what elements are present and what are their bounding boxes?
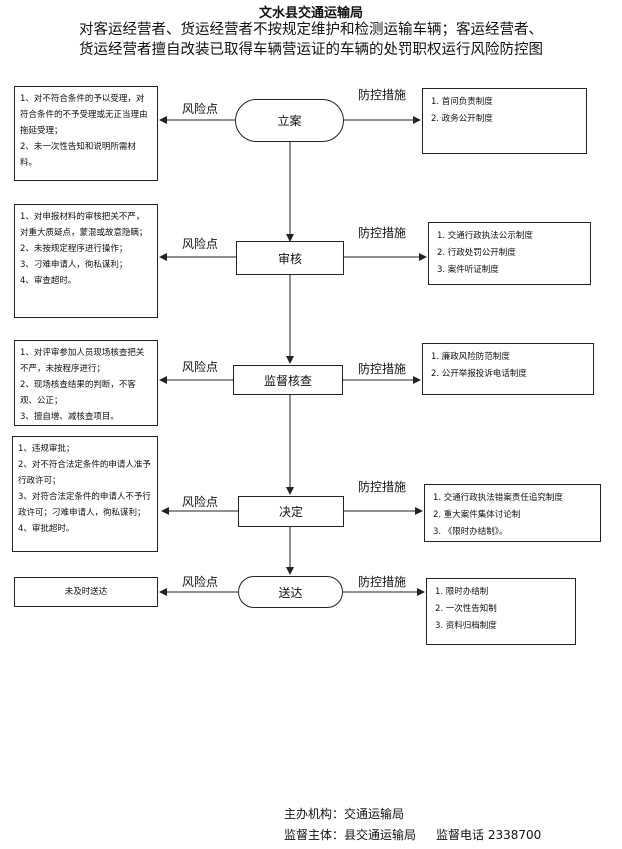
control-box-decision: 1. 交通行政执法错案责任追究制度 2. 重大案件集体讨论制 3. 《限时办结制… [424, 484, 601, 542]
agency-name: 文水县交通运输局 [258, 6, 363, 21]
risk-point-label: 风险点 [182, 237, 219, 251]
risk-point-label: 风险点 [182, 102, 219, 116]
risk-item: 3、擅自增、减核查项目。 [20, 412, 119, 422]
control-item: 2. 行政处罚公开制度 [437, 248, 516, 258]
diagram-title: 对客运经营者、货运经营者不按规定维护和检测运输车辆；客运经营者、 货运经营者擅自… [0, 20, 622, 60]
risk-item: 4、审批超时。 [18, 524, 75, 534]
risk-box-delivery: 未及时送达 [14, 577, 158, 607]
title-line-2: 货运经营者擅自改装已取得车辆营运证的车辆的处罚职权运行风险防控图 [79, 42, 543, 58]
control-item: 2. 政务公开制度 [431, 114, 493, 124]
control-measures-label: 防控措施 [358, 575, 407, 589]
risk-box-filing: 1、对不符合条件的予以受理，对符合条件的不予受理或无正当理由拖延受理； 2、未一… [14, 86, 158, 181]
control-item: 1. 交通行政执法错案责任追究制度 [433, 493, 563, 503]
risk-item: 2、未按规定程序进行操作； [20, 244, 128, 254]
footer-supervisor: 监督主体：县交通运输局 [284, 828, 417, 842]
control-measures-label: 防控措施 [358, 226, 407, 240]
control-box-review: 1. 交通行政执法公示制度 2. 行政处罚公开制度 3. 案件听证制度 [428, 222, 591, 285]
risk-box-review: 1、对申报材料的审核把关不严，对重大质疑点，蒙混或故意隐瞒； 2、未按规定程序进… [14, 204, 158, 318]
control-box-filing: 1. 首问负责制度 2. 政务公开制度 [422, 88, 587, 154]
control-item: 2. 公开举报投诉电话制度 [431, 369, 527, 379]
risk-box-decision: 1、违规审批； 2、对不符合法定条件的申请人准予行政许可； 3、对符合法定条件的… [12, 436, 158, 552]
step-review: 审核 [236, 241, 344, 275]
control-box-delivery: 1. 限时办结制 2. 一次性告知制 3. 资料归档制度 [426, 578, 576, 645]
risk-item: 3、对符合法定条件的申请人不予行政许可；刁难申请人，徇私谋利； [18, 492, 151, 518]
step-decision: 决定 [238, 496, 344, 527]
control-item: 2. 一次性告知制 [435, 604, 497, 614]
control-item: 1. 限时办结制 [435, 587, 489, 597]
control-measures-label: 防控措施 [358, 88, 407, 102]
risk-item: 4、审查超时。 [20, 276, 77, 286]
control-item: 3. 案件听证制度 [437, 265, 499, 275]
risk-item: 3、刁难申请人，徇私谋利； [20, 260, 128, 270]
risk-point-label: 风险点 [182, 495, 219, 509]
title-line-1: 对客运经营者、货运经营者不按规定维护和检测运输车辆；客运经营者、 [79, 22, 543, 38]
control-item: 3. 《限时办结制》。 [433, 527, 508, 537]
risk-item: 1、对申报材料的审核把关不严，对重大质疑点，蒙混或故意隐瞒； [20, 212, 148, 238]
risk-item: 未及时送达 [64, 587, 108, 597]
control-item: 1. 首问负责制度 [431, 97, 493, 107]
footer-organizer: 主办机构：交通运输局 [284, 807, 405, 821]
risk-item: 2、现场核查结果的判断，不客观、公正； [20, 380, 136, 406]
risk-item: 2、对不符合法定条件的申请人准予行政许可； [18, 460, 151, 486]
step-inspection: 监督核查 [233, 365, 343, 395]
footer-phone: 监督电话 2338700 [436, 828, 542, 842]
control-measures-label: 防控措施 [358, 362, 407, 376]
risk-point-label: 风险点 [182, 575, 219, 589]
control-item: 3. 资料归档制度 [435, 621, 497, 631]
risk-item: 1、违规审批； [18, 444, 75, 454]
control-item: 2. 重大案件集体讨论制 [433, 510, 521, 520]
control-item: 1. 交通行政执法公示制度 [437, 231, 533, 241]
risk-item: 1、对不符合条件的予以受理，对符合条件的不予受理或无正当理由拖延受理； [20, 94, 148, 136]
step-delivery: 送达 [238, 576, 343, 608]
control-measures-label: 防控措施 [358, 480, 407, 494]
control-item: 1. 廉政风险防范制度 [431, 352, 510, 362]
risk-item: 2、未一次性告知和说明所需材料。 [20, 142, 136, 168]
risk-point-label: 风险点 [182, 360, 219, 374]
control-box-inspection: 1. 廉政风险防范制度 2. 公开举报投诉电话制度 [422, 343, 594, 395]
risk-box-inspection: 1、对评审参加人员现场核查把关不严，未按程序进行； 2、现场核查结果的判断，不客… [14, 340, 158, 426]
risk-item: 1、对评审参加人员现场核查把关不严，未按程序进行； [20, 348, 145, 374]
step-filing: 立案 [235, 99, 344, 142]
